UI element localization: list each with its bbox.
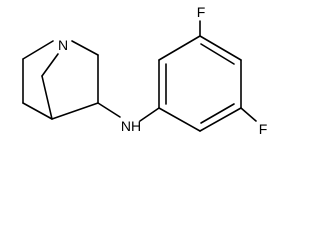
atom-label-ring-nitrogen: N — [58, 37, 68, 53]
bond-left-bottom — [22, 102, 53, 120]
atom-labels: N NH F F — [58, 4, 267, 137]
bonds — [22, 20, 257, 132]
bond-c-f-bottom — [240, 107, 257, 122]
molecule-drawing: N NH F F — [22, 4, 267, 137]
bond-n-right — [71, 40, 99, 56]
bond-right-bottom — [51, 102, 99, 120]
atom-label-fluorine-top: F — [197, 4, 206, 20]
structure-canvas: N NH F F — [22, 4, 267, 137]
bond-ring-3 — [199, 35, 242, 61]
bond-ring-6 — [158, 107, 201, 132]
bond-n-bridge-a — [41, 53, 59, 77]
bond-ring-5 — [199, 107, 242, 132]
bond-c3-nh — [97, 102, 121, 118]
bond-ring-5-inner — [200, 103, 235, 124]
bond-ring-3-inner — [200, 43, 235, 65]
atom-label-amine-nh: NH — [121, 118, 141, 134]
bond-n-left-top — [22, 40, 54, 60]
bond-bridge-b — [41, 75, 53, 120]
bond-nh-phenyl — [139, 107, 160, 122]
atom-label-fluorine-bottom: F — [259, 121, 268, 137]
bond-ring-2 — [158, 35, 201, 61]
